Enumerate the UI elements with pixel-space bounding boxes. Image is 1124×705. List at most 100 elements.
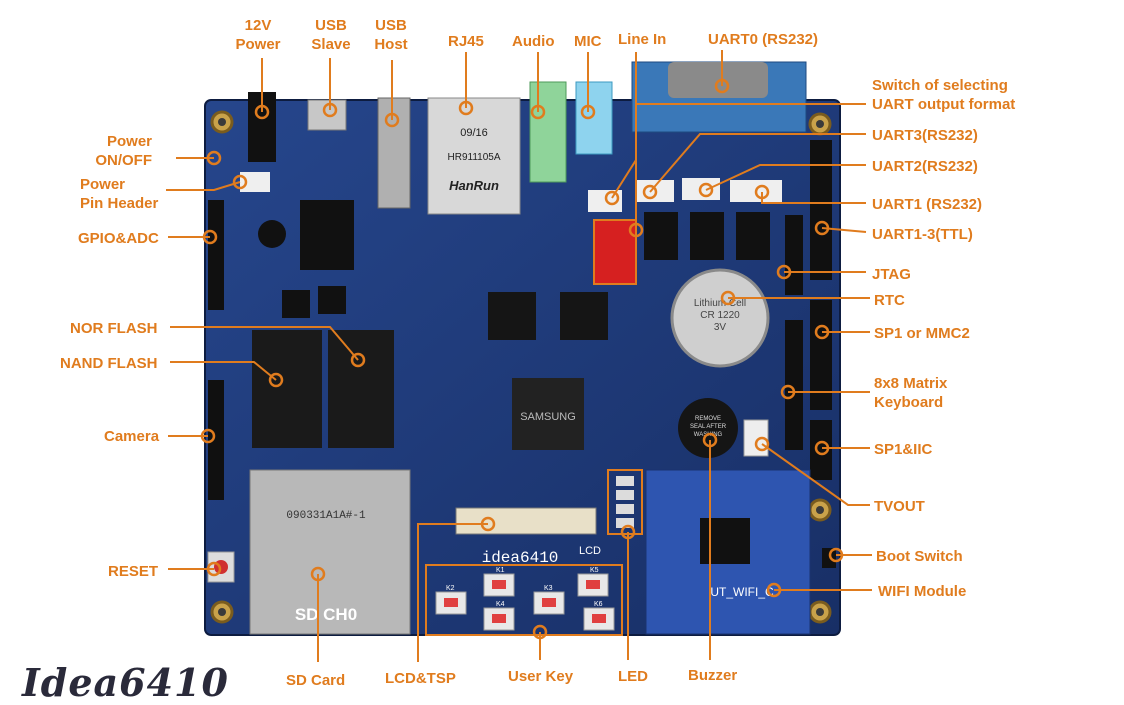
lcd-silk: LCD bbox=[579, 545, 601, 557]
label-usb-slave: USB Slave bbox=[311, 17, 351, 53]
led-area bbox=[607, 469, 643, 535]
lcd-connector bbox=[455, 507, 597, 535]
label-nor-flash: NOR FLASH bbox=[70, 320, 158, 337]
leader-dot-buzzer bbox=[702, 432, 718, 448]
leader-uart13 bbox=[821, 227, 867, 233]
gpio-header bbox=[208, 200, 224, 310]
label-power-header: Power Pin Header bbox=[80, 176, 159, 212]
user-key-area bbox=[425, 564, 623, 636]
mic-jack bbox=[575, 81, 613, 155]
label-keyboard: 8x8 Matrix Keyboard bbox=[874, 375, 948, 411]
leader-tvout bbox=[761, 443, 870, 506]
leader-power-header bbox=[166, 181, 241, 191]
label-tvout: TVOUT bbox=[874, 498, 925, 515]
leader-line-in bbox=[611, 52, 637, 199]
label-led: LED bbox=[618, 668, 648, 685]
leader-dot-nor bbox=[350, 352, 366, 368]
buzzer-part bbox=[678, 398, 738, 458]
label-mic: MIC bbox=[574, 33, 602, 50]
rtc-battery bbox=[670, 268, 770, 368]
leader-dot-sp1iic bbox=[814, 440, 830, 456]
leader-dot-power-header bbox=[232, 174, 248, 190]
user-key-caps bbox=[444, 580, 606, 623]
key-label-k3: K3 bbox=[544, 585, 553, 592]
leader-dot-gpio bbox=[202, 229, 218, 245]
rj45-brand-text: HanRun bbox=[449, 178, 499, 193]
leader-dot-lcd bbox=[480, 516, 496, 532]
label-wifi-module: WIFI Module bbox=[878, 583, 967, 600]
sd-card-slot bbox=[249, 469, 411, 635]
leader-dot-keyboard bbox=[780, 384, 796, 400]
sp1iic-header bbox=[810, 420, 832, 480]
label-line-in: Line In bbox=[618, 31, 667, 48]
label-sp1-mmc2: SP1 or MMC2 bbox=[874, 325, 970, 342]
label-power-onoff: Power ON/OFF bbox=[95, 133, 152, 169]
key-label-k4: K4 bbox=[496, 601, 505, 608]
boot-switch-part bbox=[822, 548, 836, 568]
camera-header bbox=[208, 380, 224, 500]
label-uart13-ttl: UART1-3(TTL) bbox=[872, 226, 973, 243]
leader-uart1 bbox=[761, 192, 866, 204]
leader-dot-jtag bbox=[776, 264, 792, 280]
audio-jack bbox=[529, 81, 567, 183]
label-audio: Audio bbox=[512, 33, 555, 50]
leader-dot-wifi bbox=[766, 582, 782, 598]
leader-dot-usb-host bbox=[384, 112, 400, 128]
leader-lcd bbox=[417, 523, 488, 662]
label-uart0: UART0 (RS232) bbox=[708, 31, 819, 48]
soc-brand-text: SAMSUNG bbox=[520, 411, 576, 423]
leader-dot-uart2 bbox=[698, 182, 714, 198]
leader-dot-usb-slave bbox=[322, 102, 338, 118]
leader-dot-boot bbox=[828, 547, 844, 563]
leader-dot-reset bbox=[206, 561, 222, 577]
leader-uart2 bbox=[705, 164, 866, 191]
label-sp1-iic: SP1&IIC bbox=[874, 441, 933, 458]
mounting-holes bbox=[210, 110, 832, 624]
key-label-k1: K1 bbox=[496, 567, 505, 574]
label-usb-host: USB Host bbox=[374, 17, 408, 53]
leader-dot-userkey bbox=[532, 624, 548, 640]
leader-nand bbox=[170, 361, 277, 381]
soc-chip bbox=[512, 378, 584, 450]
rj45-jack bbox=[427, 97, 521, 215]
leader-dot-sp1mmc2 bbox=[814, 324, 830, 340]
leader-dot-tvout bbox=[754, 436, 770, 452]
leader-dot-power12v bbox=[254, 104, 270, 120]
leader-dot-line-in bbox=[604, 190, 620, 206]
label-camera: Camera bbox=[104, 428, 160, 445]
label-lcd-tsp: LCD&TSP bbox=[385, 670, 456, 687]
wifi-silk: UT_WIFI_C bbox=[710, 585, 774, 599]
label-uart3: UART3(RS232) bbox=[872, 127, 978, 144]
nor-flash-chip bbox=[328, 330, 394, 448]
usb-host-port bbox=[377, 97, 411, 209]
board-title: Idea6410 bbox=[22, 660, 229, 705]
leader-nor bbox=[170, 326, 359, 361]
keyboard-header bbox=[785, 320, 803, 450]
rj45-part-text: HR911105A bbox=[448, 152, 501, 163]
label-jtag: JTAG bbox=[872, 266, 911, 283]
label-12v-power: 12V Power bbox=[235, 17, 281, 53]
label-buzzer: Buzzer bbox=[688, 667, 738, 684]
key-label-k2: K2 bbox=[446, 585, 455, 592]
label-uart2: UART2(RS232) bbox=[872, 158, 978, 175]
label-nand-flash: NAND FLASH bbox=[60, 355, 158, 372]
label-reset: RESET bbox=[108, 563, 159, 580]
leader-dot-mic bbox=[580, 104, 596, 120]
board-name-silk: idea6410 bbox=[482, 549, 559, 567]
leader-dot-uart3 bbox=[642, 184, 658, 200]
sd-code-text: 090331A1A#-1 bbox=[286, 510, 366, 522]
label-boot-switch: Boot Switch bbox=[876, 548, 963, 565]
key-label-k6: K6 bbox=[594, 601, 603, 608]
nand-flash-chip bbox=[252, 330, 322, 448]
leader-dot-camera bbox=[200, 428, 216, 444]
leader-dot-nand bbox=[268, 372, 284, 388]
label-uart1: UART1 (RS232) bbox=[872, 196, 983, 213]
leader-dot-uart1 bbox=[754, 184, 770, 200]
leader-dot-uart0 bbox=[714, 78, 730, 94]
leds bbox=[616, 476, 634, 528]
label-switch-uart: Switch of selecting UART output format bbox=[872, 77, 1016, 113]
label-sd-card: SD Card bbox=[286, 672, 346, 689]
